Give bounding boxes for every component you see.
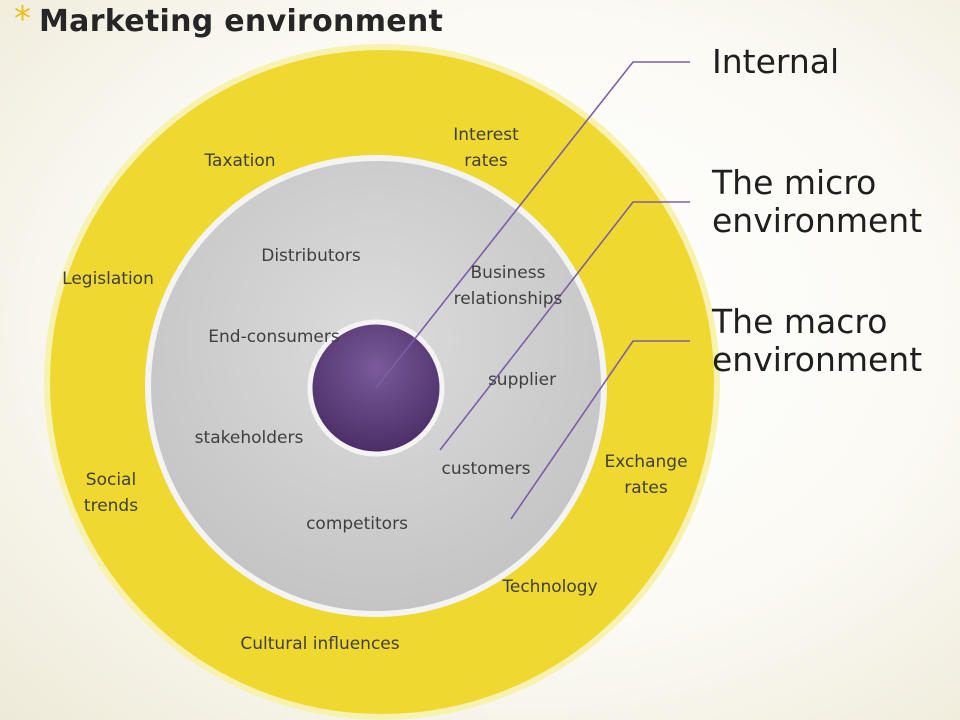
label-taxation: Taxation [204, 151, 276, 171]
label-cultural-influences: Cultural influences [240, 634, 400, 654]
label-social-trends: Social trends [83, 470, 139, 516]
label-technology: Technology [502, 577, 598, 597]
label-business-relationships: Business relationships [453, 263, 563, 309]
label-exchange-rates: Exchange rates [604, 452, 688, 498]
label-stakeholders: stakeholders [194, 428, 304, 448]
legend-internal: Internal [712, 42, 840, 81]
legend-macro-environment: The macro environment [712, 302, 923, 379]
internal-connector-line [375, 61, 690, 389]
label-end-consumers: End-consumers [208, 327, 340, 347]
micro-connector-line [439, 201, 690, 451]
label-customers: customers [441, 459, 531, 479]
label-legislation: Legislation [62, 269, 154, 289]
legend-micro-environment: The micro environment [712, 163, 923, 240]
bullet-star: * [14, 0, 31, 39]
title-bar: * Marketing environment [14, 2, 443, 42]
label-supplier: supplier [487, 370, 557, 390]
label-interest-rates: Interest rates [453, 125, 519, 171]
label-distributors: Distributors [261, 246, 361, 266]
page-title: Marketing environment [39, 4, 444, 39]
macro-connector-line [510, 340, 690, 520]
label-competitors: competitors [306, 514, 408, 534]
